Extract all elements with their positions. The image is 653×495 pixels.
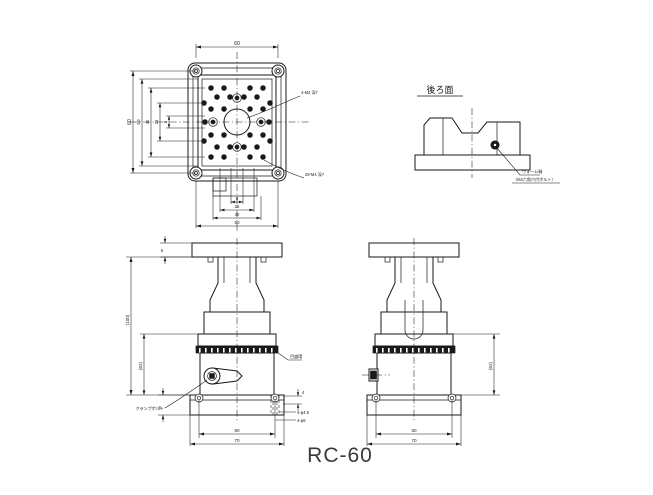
dim-label-left-8: 8 xyxy=(163,120,168,123)
dim-label-side-60: 60 xyxy=(411,428,417,433)
side-view-scale-ring-ticks xyxy=(376,348,450,353)
callout-label-worm-shaft: ウォーム軸 xyxy=(522,168,542,174)
dim-label-front-60: 60 xyxy=(234,428,240,433)
side-view-dim-bottom: 60 70 xyxy=(366,400,462,446)
front-view-dim-plate-thickness: 6 xyxy=(160,236,192,264)
top-view-rear-boss xyxy=(212,177,258,197)
callout-label-scale-ring: 目盛環 xyxy=(290,353,302,359)
front-view-callout-scale-ring: 目盛環 xyxy=(273,349,302,361)
callout-label-hole-4-5: 4-φ4.5 xyxy=(297,410,310,415)
dim-label-top-60: 60 xyxy=(234,41,240,47)
top-view-axis-counterbores xyxy=(208,93,266,152)
dim-label-left-60: 60 xyxy=(127,119,133,125)
dim-label-bottom-8: 8 xyxy=(236,196,239,201)
dim-label-left-40: 40 xyxy=(145,119,150,124)
rear-view-base-plate xyxy=(414,154,531,171)
callout-label-29-m4: 29-M4 深7 xyxy=(305,171,325,177)
front-view-hole-callouts: 4 4-φ4.5 4-φ8 xyxy=(275,389,310,423)
front-view-dim-bottom: 60 70 xyxy=(189,400,285,446)
dim-label-front-4: 4 xyxy=(302,390,305,395)
dim-label-bottom-50: 50 xyxy=(234,220,240,225)
top-view-dim-stack-bottom: 8 25 40 50 xyxy=(195,168,279,228)
dim-label-bottom-40: 40 xyxy=(235,212,240,217)
callout-label-clamp-bolt: クランプボルト xyxy=(135,405,164,411)
top-view: 60 8 25 40 xyxy=(127,41,325,232)
front-view-scale-ring-ticks xyxy=(199,348,273,353)
front-view-dim-stack-left: (100) (62) xyxy=(125,256,198,396)
callout-label-worm-shaft-sub: （M4六角穴付ボルト） xyxy=(513,176,556,182)
rear-view: 後ろ面 ウォーム軸 （M4六角穴付ボルト） xyxy=(414,84,560,184)
top-view-dim-width-60: 60 xyxy=(195,41,279,58)
front-view-dim-base-thickness: 6 xyxy=(158,388,190,422)
callout-label-hole-8: 4-φ8 xyxy=(297,418,306,423)
front-view-clamp-lever xyxy=(203,367,243,385)
side-view-trunnion-arc xyxy=(404,300,424,340)
side-view: (62) 60 70 xyxy=(362,238,500,446)
dim-label-front-100: (100) xyxy=(125,314,130,325)
top-view-tapped-hole-grid xyxy=(201,85,273,160)
dim-label-side-70: 70 xyxy=(411,438,417,443)
top-view-callout-upper-right: 4-M4 深7 xyxy=(246,89,319,119)
drawing-title: RC-60 xyxy=(307,444,373,467)
dim-label-front-bottom-6: 6 xyxy=(159,405,162,410)
front-view-callout-clamp: クランプボルト xyxy=(135,379,208,411)
dim-label-bottom-25: 25 xyxy=(235,204,240,209)
rear-view-label: 後ろ面 xyxy=(426,84,453,96)
dim-label-left-25: 25 xyxy=(154,119,159,124)
dim-label-front-70: 70 xyxy=(234,438,240,443)
top-view-callout-lower-right: 29-M4 深7 xyxy=(263,159,325,179)
side-view-dim-right: (62) xyxy=(453,333,500,396)
front-view: (100) (62) 6 6 xyxy=(125,236,310,446)
dim-label-side-62: (62) xyxy=(488,361,493,370)
dim-label-front-top-6: 6 xyxy=(161,248,164,253)
dim-label-front-62: (62) xyxy=(138,361,143,370)
side-view-worm-shaft-end xyxy=(362,368,390,382)
rear-view-callout: ウォーム軸 （M4六角穴付ボルト） xyxy=(496,147,560,184)
dim-label-left-50: 50 xyxy=(136,119,141,125)
top-view-dim-stack-left: 60 50 40 25 8 xyxy=(127,70,205,174)
front-view-plate-bolts xyxy=(207,256,267,263)
front-view-base-holes xyxy=(194,393,280,415)
side-view-plate-bolts xyxy=(384,256,444,263)
rear-view-worm-shaft xyxy=(490,140,500,150)
callout-label-4-m4: 4-M4 深7 xyxy=(301,89,319,95)
